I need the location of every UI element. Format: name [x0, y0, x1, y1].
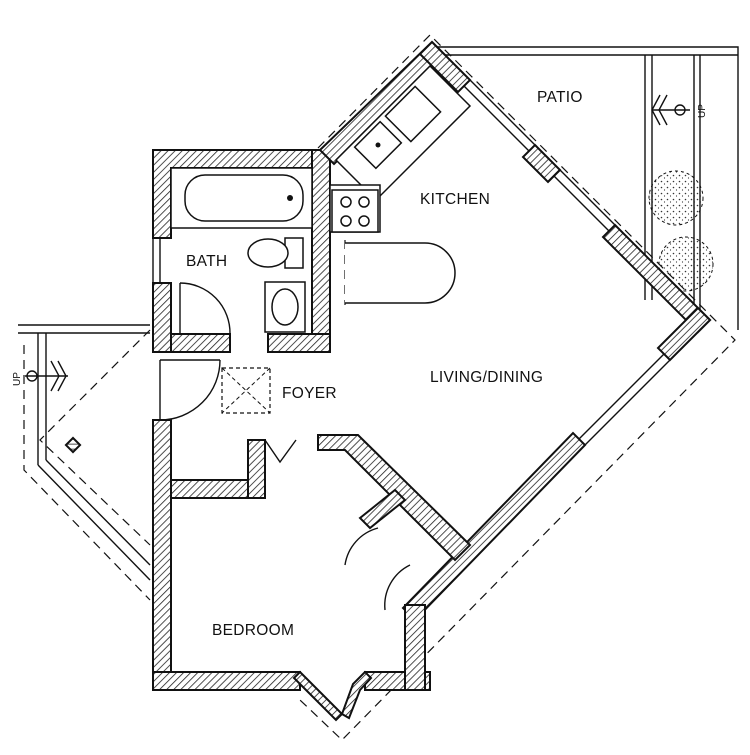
room-label-foyer: FOYER	[282, 385, 337, 402]
kitchen-sink	[353, 120, 403, 170]
foyer-closet-door	[264, 439, 297, 464]
closet-door	[344, 527, 411, 611]
entry-stair-up-arrow	[25, 360, 68, 392]
stove	[331, 189, 379, 233]
entry-door	[159, 359, 221, 421]
room-label-patio: PATIO	[537, 89, 583, 106]
room-label-bedroom: BEDROOM	[212, 622, 294, 639]
patio-stair-up-arrow	[651, 94, 690, 126]
patio	[430, 46, 739, 330]
fixtures	[170, 64, 472, 414]
patio-plants	[648, 170, 714, 292]
room-label-kitchen: KITCHEN	[420, 191, 490, 208]
walls	[152, 40, 712, 722]
bath-sink	[264, 281, 306, 333]
room-label-living-dining: LIVING/DINING	[430, 369, 543, 386]
dining-bar-counter	[345, 242, 456, 304]
windows	[152, 79, 671, 715]
toilet	[247, 237, 304, 269]
doors	[159, 282, 411, 611]
patio-up-label: UP	[697, 104, 708, 118]
skylight	[221, 367, 271, 414]
entry-steps	[18, 324, 151, 581]
entry-up-label: UP	[12, 372, 23, 386]
bathtub	[170, 167, 313, 229]
room-label-bath: BATH	[186, 253, 227, 270]
fridge	[384, 85, 442, 143]
bath-door	[179, 282, 231, 335]
